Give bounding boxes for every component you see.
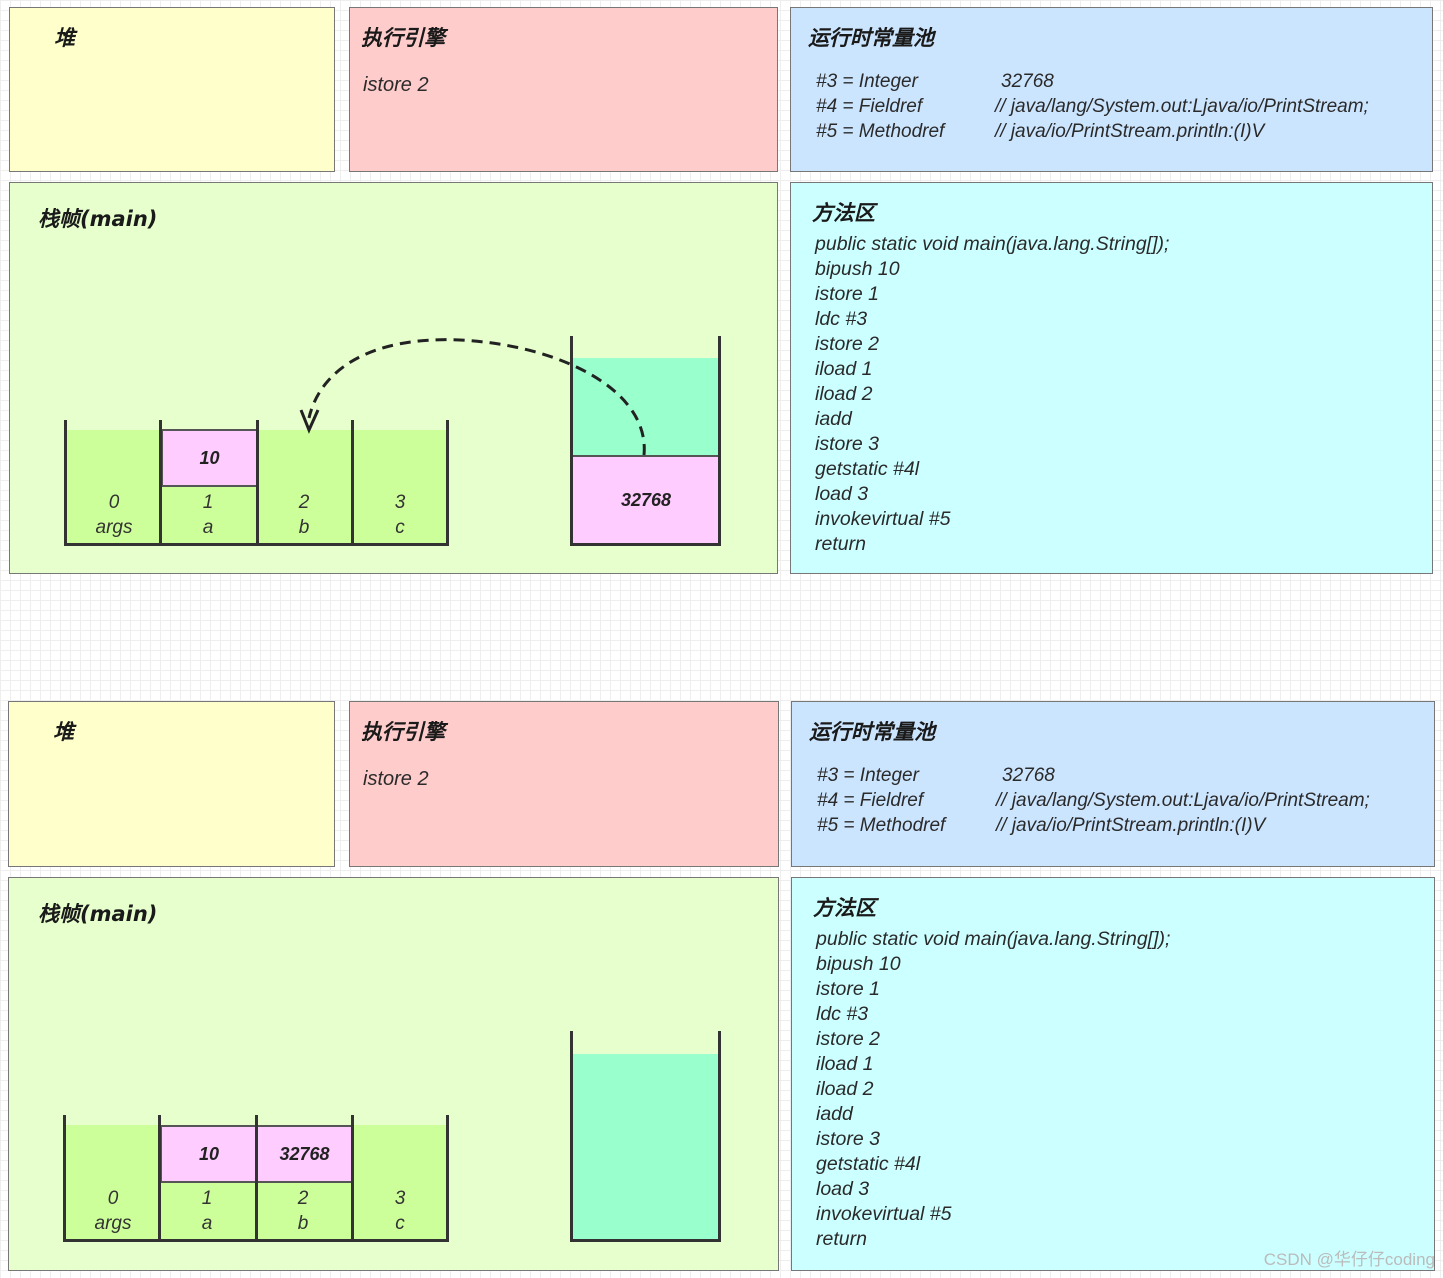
slot-name: c — [395, 1213, 405, 1234]
current-instruction: istore 2 — [363, 74, 429, 96]
method-signature: public static void main(java.lang.String… — [816, 928, 1171, 950]
slot-divider — [159, 420, 162, 546]
stack-bottom — [570, 1239, 721, 1242]
method-signature: public static void main(java.lang.String… — [815, 233, 1170, 255]
slot-index: 0 — [107, 1188, 119, 1209]
bytecode-line: iload 1 — [815, 358, 873, 380]
stack-wall — [570, 336, 573, 546]
slot-divider — [446, 1115, 449, 1242]
pool-entry-ref: #5 = Methodref — [816, 121, 945, 142]
bytecode-line: bipush 10 — [816, 953, 901, 975]
slot-divider — [158, 1115, 161, 1242]
stack-wall — [718, 336, 721, 546]
slot-name: args — [95, 517, 133, 538]
slot-divider — [63, 1115, 66, 1242]
slot-index: 1 — [201, 1188, 213, 1209]
pool-entry-ref: #4 = Fieldref — [817, 790, 924, 811]
pool-entry-ref: #4 = Fieldref — [816, 96, 923, 117]
slot-index: 3 — [394, 492, 406, 513]
local-slot-value: 10 — [161, 429, 258, 487]
bytecode-line: istore 3 — [816, 1128, 880, 1150]
slot-name: args — [94, 1213, 132, 1234]
operand-stack-value: 32768 — [573, 455, 719, 544]
slot-divider — [64, 420, 67, 546]
current-instruction: istore 2 — [363, 768, 429, 790]
slot-index: 1 — [202, 492, 214, 513]
stack-bottom — [570, 543, 721, 546]
bytecode-line: load 3 — [816, 1178, 870, 1200]
pool-entry-ref: #3 = Integer — [817, 765, 919, 786]
slot-name: b — [297, 1213, 309, 1234]
bytecode-line: iadd — [815, 408, 852, 430]
bytecode-line: istore 3 — [815, 433, 879, 455]
local-slot-value: 10 — [160, 1125, 258, 1183]
execution-engine-panel: 执行引擎 istore 2 — [349, 7, 778, 172]
slot-name: a — [201, 1213, 213, 1234]
bytecode-line: istore 2 — [815, 333, 879, 355]
watermark: CSDN @华仔仔coding — [1263, 1250, 1435, 1269]
bytecode-line: ldc #3 — [816, 1003, 869, 1025]
bytecode-line: getstatic #4l — [815, 458, 920, 480]
pool-entry-value: // java/io/PrintStream.println:(I)V — [995, 121, 1265, 142]
bytecode-line: load 3 — [815, 483, 869, 505]
bytecode-line: getstatic #4l — [816, 1153, 921, 1175]
heap-panel: 堆 — [9, 7, 335, 172]
constant-pool-title: 运行时常量池 — [809, 720, 935, 744]
runtime-constant-pool-panel: 运行时常量池 #3 = Integer 32768 #4 = Fieldref … — [791, 701, 1435, 867]
runtime-constant-pool-panel: 运行时常量池 #3 = Integer 32768 #4 = Fieldref … — [790, 7, 1433, 172]
pool-entry-ref: #3 = Integer — [816, 71, 918, 92]
method-area-panel: 方法区 public static void main(java.lang.St… — [790, 182, 1433, 574]
pool-entry-value: // java/lang/System.out:Ljava/io/PrintSt… — [996, 790, 1370, 811]
bytecode-line: iload 2 — [815, 383, 873, 405]
slot-divider — [446, 420, 449, 546]
slot-bottom — [64, 543, 449, 546]
bytecode-line: iadd — [816, 1103, 853, 1125]
slot-name: a — [202, 517, 214, 538]
stack-wall — [570, 1031, 573, 1242]
heap-title: 堆 — [53, 720, 74, 744]
constant-pool-title: 运行时常量池 — [808, 26, 934, 50]
operand-stack-fill — [573, 1054, 719, 1240]
slot-index: 3 — [394, 1188, 406, 1209]
execution-engine-title: 执行引擎 — [361, 26, 445, 50]
slot-name: b — [298, 517, 310, 538]
stack-frame-title: 栈帧(main) — [38, 902, 158, 926]
slot-name: c — [395, 517, 405, 538]
bytecode-line: istore 2 — [816, 1028, 880, 1050]
pool-entry-value: // java/io/PrintStream.println:(I)V — [996, 815, 1266, 836]
bytecode-line: istore 1 — [816, 978, 880, 1000]
slot-divider — [351, 420, 354, 546]
bytecode-line: bipush 10 — [815, 258, 900, 280]
slot-index: 0 — [108, 492, 120, 513]
heap-panel: 堆 — [8, 701, 335, 867]
bytecode-line: return — [816, 1228, 867, 1250]
heap-title: 堆 — [54, 26, 75, 50]
execution-engine-panel: 执行引擎 istore 2 — [349, 701, 779, 867]
slot-bottom — [63, 1239, 449, 1242]
bytecode-line: invokevirtual #5 — [815, 508, 951, 530]
local-slot-value: 32768 — [256, 1125, 353, 1183]
slot-divider — [256, 420, 259, 546]
bytecode-line: ldc #3 — [815, 308, 868, 330]
method-area-title: 方法区 — [813, 896, 876, 920]
execution-engine-title: 执行引擎 — [361, 720, 445, 744]
method-area-panel: 方法区 public static void main(java.lang.St… — [791, 877, 1435, 1271]
stack-wall — [718, 1031, 721, 1242]
pool-entry-ref: #5 = Methodref — [817, 815, 946, 836]
bytecode-line: iload 2 — [816, 1078, 874, 1100]
bytecode-line: istore 1 — [815, 283, 879, 305]
slot-index: 2 — [298, 492, 310, 513]
pool-entry-value: // java/lang/System.out:Ljava/io/PrintSt… — [995, 96, 1369, 117]
bytecode-line: return — [815, 533, 866, 555]
slot-divider — [255, 1115, 258, 1242]
bytecode-line: iload 1 — [816, 1053, 874, 1075]
slot-divider — [351, 1115, 354, 1242]
slot-index: 2 — [297, 1188, 309, 1209]
stack-frame-title: 栈帧(main) — [38, 207, 158, 231]
pool-entry-value: 32768 — [1002, 765, 1055, 786]
bytecode-line: invokevirtual #5 — [816, 1203, 952, 1225]
pool-entry-value: 32768 — [1001, 71, 1054, 92]
method-area-title: 方法区 — [812, 201, 875, 225]
